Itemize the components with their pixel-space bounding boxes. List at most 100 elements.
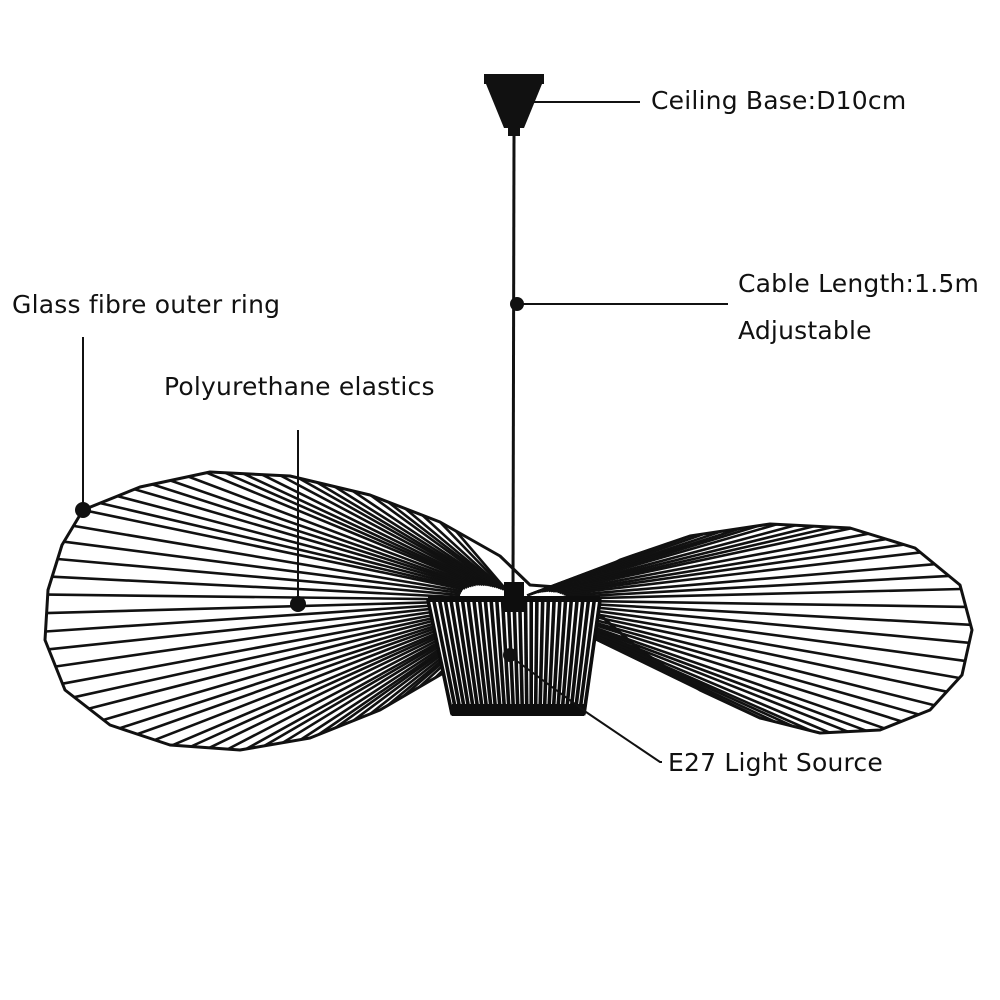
elastic-strand: [298, 476, 490, 587]
outer-ring-label: Glass fibre outer ring: [12, 290, 281, 319]
elastic-strand: [565, 562, 935, 597]
shade-slat: [517, 599, 525, 715]
shade-slat: [449, 599, 472, 715]
elastic-strand: [351, 489, 497, 588]
elastic-strand: [566, 609, 948, 693]
e27-socket: [504, 582, 524, 612]
shade-slat: [533, 599, 539, 715]
shade-slat: [443, 599, 467, 715]
elastic-strand: [568, 606, 966, 663]
elastic-strand: [561, 543, 905, 595]
dot-elastics: [290, 596, 306, 612]
elastic-strand: [387, 500, 501, 590]
elastic-strand: [57, 557, 461, 597]
elastic-strand: [404, 507, 503, 590]
shade-slat: [569, 599, 585, 715]
adjustable-label: Adjustable: [738, 316, 872, 345]
elastic-strand: [559, 537, 887, 594]
elastic-strand: [188, 475, 477, 587]
elastic-strand: [568, 608, 960, 680]
elastic-strand: [103, 613, 466, 722]
elastic-strand: [55, 606, 461, 668]
cable-length-label: Cable Length:1.5m: [738, 269, 980, 298]
shade-slat: [542, 599, 551, 715]
elastic-strand: [73, 524, 463, 593]
elastic-strand: [46, 600, 459, 615]
ceiling-base: [484, 74, 544, 136]
outer-ring: [43, 470, 974, 752]
leader-dots: [75, 297, 524, 662]
elastic-strand: [569, 603, 970, 645]
elastic-strand: [73, 610, 463, 699]
elastic-strand: [45, 602, 459, 633]
elastic-strand: [550, 524, 815, 593]
elastic-strand: [171, 616, 475, 747]
ceiling-base-label: Ceiling Base:D10cm: [651, 86, 907, 115]
elastic-strand: [569, 599, 966, 609]
shade-slat: [437, 599, 463, 715]
elastic-strand: [316, 481, 492, 588]
elastic-strand: [569, 601, 971, 627]
elastics-label: Polyurethane elastics: [164, 372, 435, 401]
light-source-label: E27 Light Source: [668, 748, 883, 777]
shade-slat: [555, 599, 568, 715]
shade-slat: [573, 599, 591, 715]
elastic-strand: [62, 608, 461, 685]
elastic-strand: [154, 615, 473, 742]
elastic-strand: [561, 613, 902, 723]
shade-slat: [472, 599, 489, 715]
shade-slat: [460, 599, 481, 715]
elastic-strand: [52, 575, 460, 599]
elastic-strand: [48, 604, 460, 651]
elastic-strand: [88, 611, 465, 710]
elastic-strand: [568, 587, 962, 600]
elastic-strand: [82, 508, 464, 591]
shade-slat: [489, 599, 503, 715]
suspension-cable: [511, 135, 516, 591]
shade-slat: [547, 599, 556, 715]
leader-light-source: [509, 655, 662, 763]
elastic-strand: [242, 472, 483, 586]
shade-slat: [466, 599, 485, 715]
elastic-strand: [438, 520, 507, 592]
dot-cable: [510, 297, 524, 311]
dot-outer-ring: [75, 502, 91, 518]
elastic-strand: [261, 473, 486, 587]
shade-slat: [477, 599, 494, 715]
elastic-strand: [546, 523, 778, 593]
elastic-strand: [548, 524, 796, 593]
leader-lines: [82, 101, 728, 763]
elastic-strand: [169, 479, 475, 587]
elastic-strand: [119, 614, 469, 730]
elastic-strand: [206, 471, 479, 586]
elastic-strand: [224, 471, 481, 586]
elastic-strand: [552, 525, 833, 593]
elastic-strand: [63, 540, 462, 595]
shade-bottom-band: [452, 704, 584, 716]
elastic-strand: [334, 485, 495, 588]
shade-slat: [454, 599, 476, 715]
elastic-strand: [116, 494, 468, 589]
lamp-shade: [426, 582, 602, 716]
shade-slat: [495, 599, 507, 715]
shade-slat: [523, 599, 529, 715]
elastic-strand: [136, 614, 471, 736]
elastic-strand: [563, 612, 920, 716]
shade-slat: [551, 599, 562, 715]
elastic-strand: [555, 527, 852, 593]
elastic-strand: [454, 530, 509, 593]
shade-slat: [426, 599, 454, 715]
elastic-strand: [563, 551, 921, 596]
elastic-strand: [421, 514, 505, 591]
elastic-strand: [369, 494, 499, 589]
shade-slat: [483, 599, 498, 715]
elastic-strand: [47, 593, 459, 601]
elastic-strand: [134, 487, 470, 588]
shade-slat: [538, 599, 545, 715]
elastic-strand: [279, 474, 488, 587]
elastic-strand: [564, 611, 935, 707]
dot-light-source: [503, 648, 517, 662]
elastic-strand: [208, 616, 479, 749]
shade-slat: [564, 599, 579, 715]
shade-slat: [577, 599, 597, 715]
